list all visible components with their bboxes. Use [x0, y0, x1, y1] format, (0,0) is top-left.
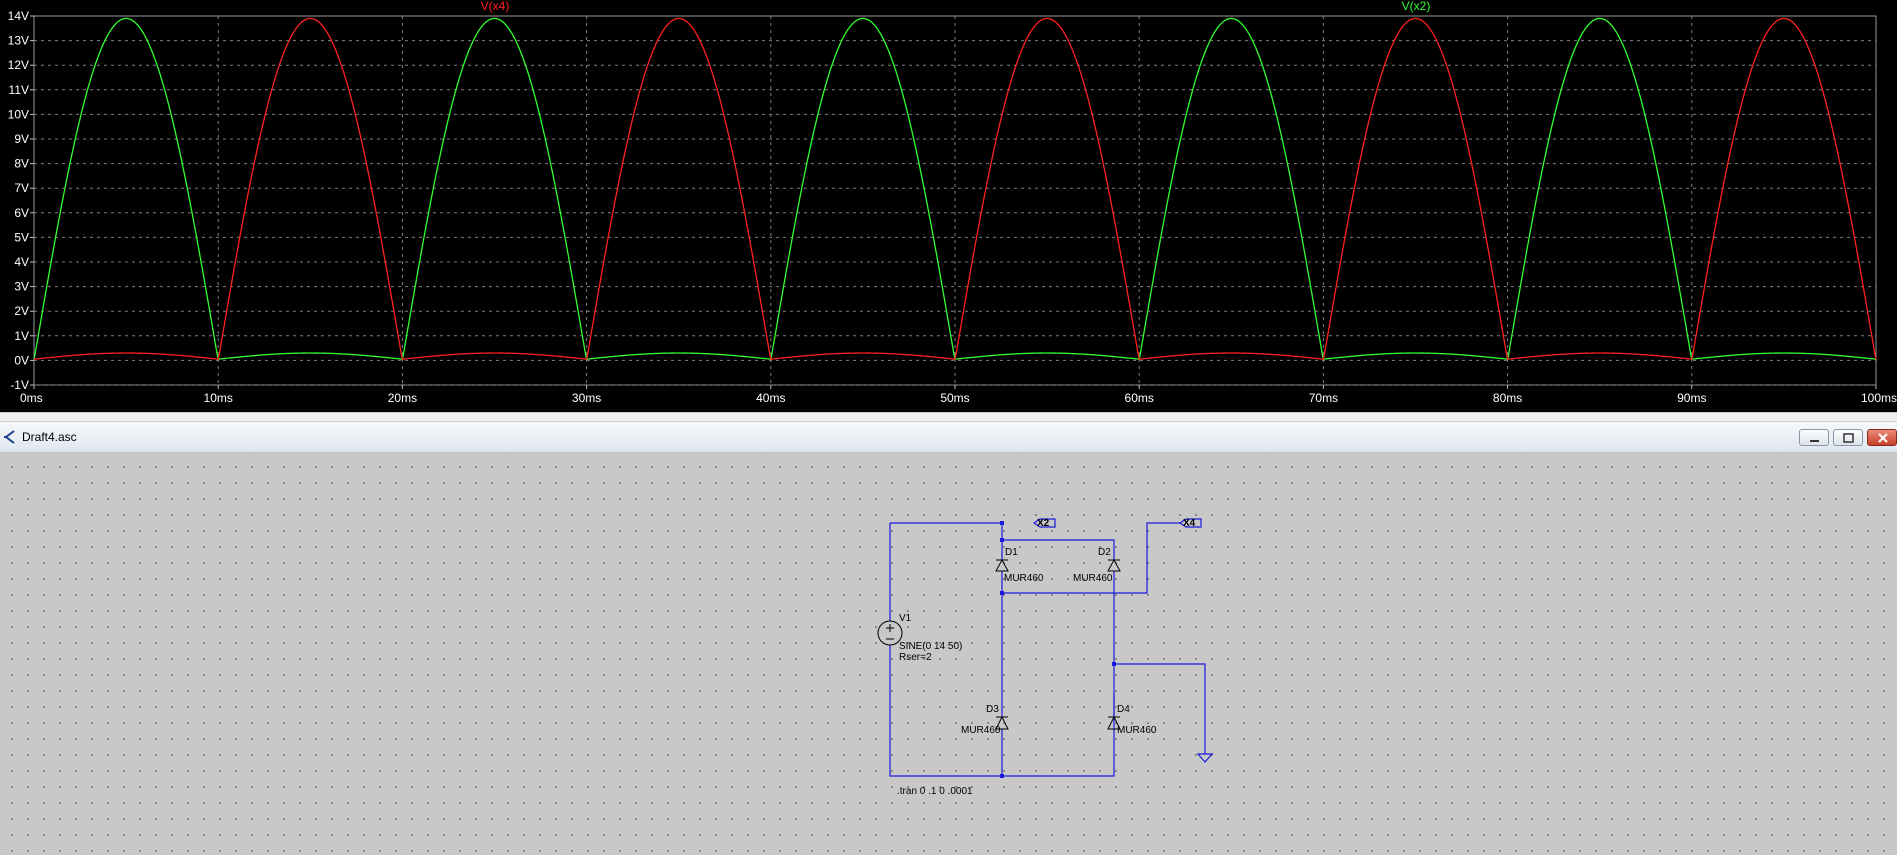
d3-label[interactable]: D3: [986, 704, 999, 715]
y-tick-label: 4V: [14, 255, 29, 269]
grid: [34, 16, 1876, 386]
minimize-icon: [1810, 440, 1819, 442]
y-tick-label: 1V: [14, 329, 29, 343]
y-tick-label: 12V: [8, 58, 29, 72]
v1-rser[interactable]: Rser=2: [899, 652, 932, 663]
close-icon: [1878, 433, 1888, 443]
x-tick-label: 50ms: [940, 391, 969, 405]
schematic-canvas[interactable]: X2 X4 D1 D2 D3 D4 MUR460 MUR460 MUR460 M…: [0, 453, 1897, 855]
x-tick-label: 80ms: [1493, 391, 1522, 405]
trace-vx4[interactable]: [33, 17, 1877, 360]
close-button[interactable]: [1867, 429, 1897, 446]
x-tick-label: 100ms: [1861, 391, 1897, 405]
y-tick-label: -1V: [10, 378, 29, 392]
d4-model[interactable]: MUR460: [1117, 725, 1157, 736]
restore-button[interactable]: [1833, 429, 1863, 446]
y-tick-label: 10V: [8, 107, 29, 121]
y-tick-label: 9V: [14, 132, 29, 146]
x-tick-label: 10ms: [204, 391, 233, 405]
y-tick-label: 2V: [14, 304, 29, 318]
x-tick-label: 70ms: [1309, 391, 1338, 405]
diode-d4-symbol[interactable]: [1107, 715, 1121, 730]
schematic-titlebar[interactable]: Draft4.asc: [0, 422, 1897, 453]
net-label-x2[interactable]: X2: [1037, 518, 1050, 529]
x-tick-label: 30ms: [572, 391, 601, 405]
spice-directive[interactable]: .tran 0 .1 0 .0001: [897, 786, 973, 797]
d3-model[interactable]: MUR460: [961, 725, 1001, 736]
net-label-x4[interactable]: X4: [1183, 518, 1196, 529]
diode-d1-symbol[interactable]: [995, 558, 1009, 572]
voltage-source-v1-symbol[interactable]: [877, 620, 903, 646]
restore-icon: [1843, 433, 1854, 443]
waveform-plot-pane[interactable]: 14V 13V 12V 11V 10V 9V 8V 7V 6V 5V 4V 3V 2V 1V 0V -1V 0…: [0, 0, 1897, 412]
y-tick-label: 6V: [14, 206, 29, 220]
schematic-icon: [4, 430, 15, 444]
trace-label-vx2[interactable]: V(x2): [1402, 0, 1431, 13]
circuit-diagram[interactable]: X2 X4 D1 D2 D3 D4 MUR460 MUR460 MUR460 M…: [0, 453, 1897, 855]
window-title: Draft4.asc: [22, 430, 77, 444]
y-tick-label: 13V: [8, 34, 29, 48]
y-tick-label: 7V: [14, 181, 29, 195]
x-tick-label: 60ms: [1125, 391, 1154, 405]
waveform-chart[interactable]: 14V 13V 12V 11V 10V 9V 8V 7V 6V 5V 4V 3V 2V 1V 0V -1V 0…: [0, 0, 1897, 412]
y-tick-label: 5V: [14, 230, 29, 244]
d1-model[interactable]: MUR460: [1004, 573, 1044, 584]
y-tick-label: 14V: [8, 9, 29, 23]
v1-value[interactable]: SINE(0 14 50): [899, 641, 962, 652]
pane-splitter[interactable]: [0, 412, 1897, 422]
minimize-button[interactable]: [1799, 429, 1829, 446]
x-axis-ticks: 0ms 10ms 20ms 30ms 40ms 50ms 60ms 70ms 80ms 90ms 1…: [20, 385, 1897, 405]
d4-label[interactable]: D4: [1117, 704, 1130, 715]
d2-model[interactable]: MUR460: [1073, 573, 1113, 584]
x-tick-label: 0ms: [20, 391, 43, 405]
y-tick-label: 8V: [14, 157, 29, 171]
y-tick-label: 3V: [14, 280, 29, 294]
junctions: [1000, 521, 1116, 778]
ground-icon[interactable]: [1196, 753, 1214, 763]
y-axis-ticks: 14V 13V 12V 11V 10V 9V 8V 7V 6V 5V 4V 3V 2V 1V 0V -1V: [8, 9, 34, 392]
d2-label[interactable]: D2: [1098, 547, 1111, 558]
schematic-window: Draft4.asc: [0, 422, 1897, 855]
diode-d2-symbol[interactable]: [1107, 558, 1121, 572]
traces: [33, 17, 1877, 360]
y-tick-label: 11V: [9, 83, 29, 97]
x-tick-label: 40ms: [756, 391, 785, 405]
diode-d3-symbol[interactable]: [995, 715, 1009, 730]
x-tick-label: 90ms: [1677, 391, 1706, 405]
y-tick-label: 0V: [14, 353, 29, 367]
d1-label[interactable]: D1: [1005, 547, 1018, 558]
x-tick-label: 20ms: [388, 391, 417, 405]
v1-label[interactable]: V1: [899, 613, 912, 624]
trace-label-vx4[interactable]: V(x4): [481, 0, 510, 13]
